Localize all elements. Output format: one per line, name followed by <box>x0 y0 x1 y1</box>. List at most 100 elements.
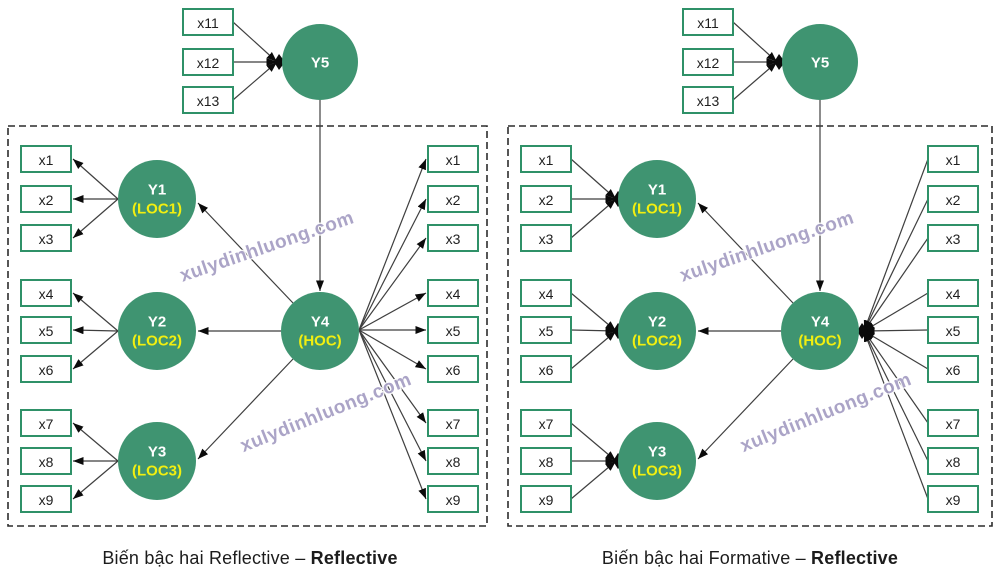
indicator-label: x8 <box>39 454 54 470</box>
indicator-label: x12 <box>197 55 220 71</box>
indicator-box-x7-right <box>927 409 979 437</box>
measurement-arrow-loc <box>72 158 119 200</box>
measurement-arrow-loc <box>72 198 119 239</box>
indicator-label: x1 <box>946 152 961 168</box>
indicator-box-x9-left <box>520 485 572 513</box>
measurement-arrow-loc <box>570 326 617 335</box>
indicator-box-x3-left <box>520 224 572 252</box>
measurement-arrow-hoc <box>358 158 427 331</box>
indicator-box-x5-right <box>927 316 979 344</box>
indicator-box-x8-left <box>20 447 72 475</box>
latent-circle-y2 <box>118 292 196 370</box>
latent-name: Y1 <box>148 182 166 199</box>
measurement-arrow-hoc <box>863 330 929 500</box>
indicator-box-x5-left <box>20 316 72 344</box>
latent-name: Y3 <box>148 444 166 461</box>
panel-caption-right: Biến bậc hai Formative – Reflective <box>500 548 1000 569</box>
indicator-label: x4 <box>946 286 961 302</box>
indicator-label: x8 <box>946 454 961 470</box>
measurement-arrow-loc <box>570 422 617 462</box>
indicator-box-x9-right <box>427 485 479 513</box>
latent-name: Y1 <box>648 182 666 199</box>
measurement-arrow-hoc <box>358 329 427 370</box>
structural-arrow-hoc-loc1 <box>697 202 794 304</box>
indicator-box-x8-left <box>520 447 572 475</box>
indicator-box-x4-left <box>20 279 72 307</box>
indicator-label: x9 <box>539 492 554 508</box>
indicator-label: x3 <box>446 231 461 247</box>
measurement-arrow-loc <box>72 422 119 462</box>
structural-arrow-hoc-loc3 <box>697 358 794 460</box>
indicator-box-x9-left <box>20 485 72 513</box>
watermark: xulydinhluong.com <box>237 369 414 457</box>
panel-formative-reflective: x11x12x13x1x2x3x4x5x6x7x8x9x1x2x3x4x5x6x… <box>507 8 993 527</box>
indicator-box-x1-left <box>520 145 572 173</box>
panel-border <box>507 125 993 527</box>
indicator-label: x7 <box>539 416 554 432</box>
measurement-arrow-top <box>732 21 778 63</box>
latent-sub-label: (LOC1) <box>132 201 182 218</box>
latent-name: Y2 <box>148 314 166 331</box>
latent-name: Y2 <box>648 314 666 331</box>
indicator-box-x13 <box>682 86 734 114</box>
latent-sub-label: (LOC2) <box>132 333 182 350</box>
watermark: xulydinhluong.com <box>737 369 914 457</box>
measurement-arrow-loc <box>72 326 119 335</box>
latent-circle-y1 <box>618 160 696 238</box>
latent-sub-label: (HOC) <box>298 333 341 350</box>
indicator-label: x13 <box>697 93 720 109</box>
measurement-arrow-loc <box>570 330 617 370</box>
indicator-label: x3 <box>39 231 54 247</box>
indicator-label: x7 <box>446 416 461 432</box>
formative-convergence-point <box>274 54 285 70</box>
indicator-label: x1 <box>539 152 554 168</box>
indicator-label: x5 <box>39 323 54 339</box>
latent-sub-label: (LOC3) <box>632 463 682 480</box>
measurement-arrow-hoc <box>358 329 427 500</box>
indicator-label: x7 <box>946 416 961 432</box>
indicator-label: x4 <box>446 286 461 302</box>
indicator-box-x11 <box>682 8 734 36</box>
measurement-arrow-top <box>232 21 278 63</box>
indicator-box-x6-left <box>20 355 72 383</box>
latent-name: Y4 <box>811 314 830 331</box>
indicator-label: x7 <box>39 416 54 432</box>
indicator-box-x12 <box>182 48 234 76</box>
indicator-box-x7-left <box>20 409 72 437</box>
indicator-boxes: x11x12x13x1x2x3x4x5x6x7x8x9x1x2x3x4x5x6x… <box>20 8 479 513</box>
panel-border <box>7 125 488 527</box>
formative-convergence-point <box>774 54 785 70</box>
indicator-box-x1-left <box>20 145 72 173</box>
indicator-label: x6 <box>539 362 554 378</box>
formative-convergence-point <box>857 323 868 339</box>
caption-text: Biến bậc hai Reflective – <box>102 548 311 568</box>
structural-arrow-hoc-loc1 <box>197 202 294 304</box>
latent-circle-y5 <box>282 24 358 100</box>
indicator-box-x12 <box>682 48 734 76</box>
indicator-label: x9 <box>39 492 54 508</box>
measurement-arrow-loc <box>570 198 617 239</box>
latent-circle-y3 <box>118 422 196 500</box>
indicator-label: x13 <box>197 93 220 109</box>
indicator-label: x3 <box>946 231 961 247</box>
indicator-box-x13 <box>182 86 234 114</box>
measurement-arrow-hoc <box>863 198 929 332</box>
caption-text: Biến bậc hai Formative – <box>601 548 812 568</box>
indicator-boxes: x11x12x13x1x2x3x4x5x6x7x8x9x1x2x3x4x5x6x… <box>520 8 979 513</box>
measurement-arrow-hoc <box>358 292 427 331</box>
latent-circle-y4 <box>781 292 859 370</box>
measurement-arrow-loc <box>72 330 119 370</box>
indicator-label: x1 <box>39 152 54 168</box>
indicator-label: x2 <box>539 192 554 208</box>
measurement-arrow-loc <box>570 292 617 332</box>
measurement-arrow-top <box>732 61 778 101</box>
indicator-box-x8-right <box>427 447 479 475</box>
indicator-box-x4-right <box>427 279 479 307</box>
indicator-label: x8 <box>539 454 554 470</box>
indicator-box-x2-left <box>520 185 572 213</box>
indicator-box-x2-right <box>427 185 479 213</box>
indicator-box-x5-left <box>520 316 572 344</box>
indicator-label: x5 <box>946 323 961 339</box>
